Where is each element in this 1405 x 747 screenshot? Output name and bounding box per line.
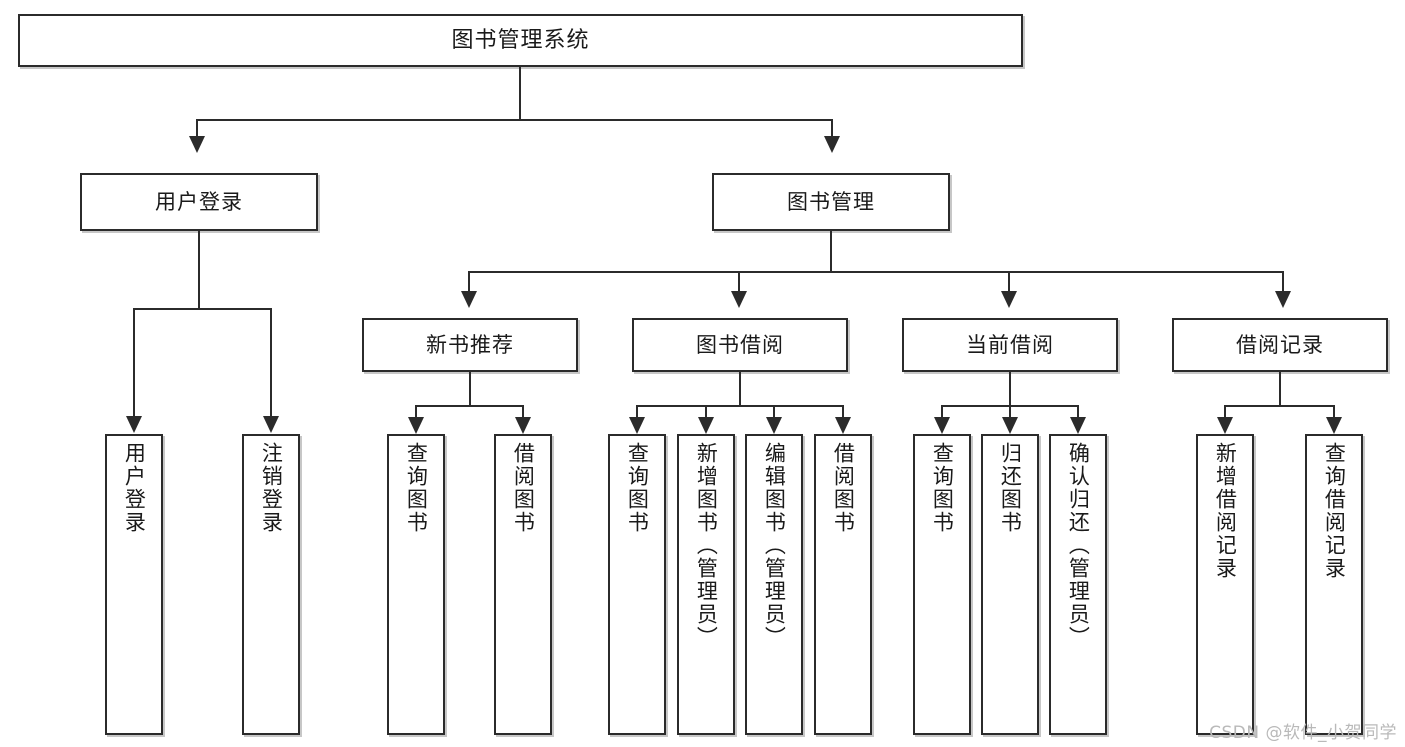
connector-level3-drop-2 <box>738 271 740 293</box>
connector-book-borrow-drop-4 <box>842 405 844 419</box>
node-user-login-label: 用户登录 <box>155 189 243 214</box>
arrow-to-user-login <box>189 136 205 153</box>
connector-borrow-record-drop-2 <box>1333 405 1335 419</box>
connector-user-login-drop-2 <box>270 308 272 418</box>
node-book-borrow[interactable]: 图书借阅 <box>632 318 848 372</box>
connector-level3-drop-3 <box>1008 271 1010 293</box>
connector-new-book-rec-drop-2 <box>522 405 524 419</box>
connector-level3-bus <box>468 271 1284 273</box>
node-leaf-query-book-2[interactable]: 查询图书 <box>608 434 666 735</box>
node-root-label: 图书管理系统 <box>451 27 590 53</box>
node-book-manage-label: 图书管理 <box>787 189 875 214</box>
node-leaf-query-book-1-label: 查询图书 <box>404 442 429 534</box>
node-leaf-add-record[interactable]: 新增借阅记录 <box>1196 434 1254 735</box>
connector-new-book-rec-drop-1 <box>415 405 417 419</box>
arrow-to-leaf-query-book-2 <box>629 417 645 434</box>
node-leaf-add-book[interactable]: 新增图书（管理员） <box>677 434 735 735</box>
connector-new-book-rec-bus <box>415 405 524 407</box>
connector-root-stem <box>519 67 521 119</box>
connector-level3-drop-4 <box>1282 271 1284 293</box>
connector-level3-drop-1 <box>468 271 470 293</box>
node-book-manage[interactable]: 图书管理 <box>712 173 950 231</box>
connector-current-borrow-stem <box>1009 372 1011 405</box>
connector-current-borrow-drop-2 <box>1009 405 1011 419</box>
arrow-to-leaf-confirm-return <box>1070 417 1086 434</box>
connector-borrow-record-stem <box>1279 372 1281 405</box>
node-leaf-return-book[interactable]: 归还图书 <box>981 434 1039 735</box>
arrow-to-new-book-rec <box>461 291 477 308</box>
arrow-to-current-borrow <box>1001 291 1017 308</box>
node-current-borrow-label: 当前借阅 <box>966 332 1054 357</box>
arrow-to-leaf-add-book <box>698 417 714 434</box>
connector-borrow-record-bus <box>1224 405 1335 407</box>
node-leaf-query-book-3-label: 查询图书 <box>930 442 955 534</box>
arrow-to-leaf-user-login <box>126 416 142 433</box>
node-current-borrow[interactable]: 当前借阅 <box>902 318 1118 372</box>
node-leaf-logout[interactable]: 注销登录 <box>242 434 300 735</box>
node-leaf-edit-book[interactable]: 编辑图书（管理员） <box>745 434 803 735</box>
connector-book-borrow-bus <box>636 405 844 407</box>
arrow-to-book-borrow <box>731 291 747 308</box>
arrow-to-leaf-logout <box>263 416 279 433</box>
arrow-to-leaf-return-book <box>1002 417 1018 434</box>
node-root[interactable]: 图书管理系统 <box>18 14 1023 67</box>
arrow-to-leaf-add-record <box>1217 417 1233 434</box>
node-leaf-confirm-return-label: 确认归还（管理员） <box>1066 442 1091 649</box>
node-leaf-confirm-return[interactable]: 确认归还（管理员） <box>1049 434 1107 735</box>
node-leaf-user-login[interactable]: 用户登录 <box>105 434 163 735</box>
arrow-to-leaf-query-book-3 <box>934 417 950 434</box>
connector-borrow-record-drop-1 <box>1224 405 1226 419</box>
connector-book-borrow-drop-1 <box>636 405 638 419</box>
arrow-to-leaf-borrow-book-2 <box>835 417 851 434</box>
arrow-to-leaf-query-book-1 <box>408 417 424 434</box>
connector-new-book-rec-stem <box>469 372 471 405</box>
connector-current-borrow-drop-3 <box>1077 405 1079 419</box>
node-leaf-query-book-3[interactable]: 查询图书 <box>913 434 971 735</box>
node-leaf-query-book-2-label: 查询图书 <box>625 442 650 534</box>
connector-book-borrow-drop-2 <box>705 405 707 419</box>
node-leaf-return-book-label: 归还图书 <box>998 442 1023 534</box>
node-new-book-rec[interactable]: 新书推荐 <box>362 318 578 372</box>
connector-book-borrow-drop-3 <box>773 405 775 419</box>
node-leaf-borrow-book-1-label: 借阅图书 <box>511 442 536 534</box>
node-new-book-rec-label: 新书推荐 <box>426 332 514 357</box>
node-leaf-add-record-label: 新增借阅记录 <box>1213 442 1238 580</box>
connector-book-borrow-stem <box>739 372 741 405</box>
node-leaf-borrow-book-1[interactable]: 借阅图书 <box>494 434 552 735</box>
connector-user-login-stem <box>198 231 200 308</box>
connector-level2-bus <box>196 119 833 121</box>
node-leaf-user-login-label: 用户登录 <box>122 442 147 534</box>
node-leaf-query-record-label: 查询借阅记录 <box>1322 442 1347 580</box>
connector-user-login-bus <box>133 308 272 310</box>
arrow-to-leaf-edit-book <box>766 417 782 434</box>
node-leaf-borrow-book-2-label: 借阅图书 <box>831 442 856 534</box>
connector-user-login-drop-1 <box>133 308 135 418</box>
arrow-to-book-manage <box>824 136 840 153</box>
arrow-to-borrow-record <box>1275 291 1291 308</box>
connector-level2-drop-right <box>831 119 833 139</box>
node-leaf-edit-book-label: 编辑图书（管理员） <box>762 442 787 649</box>
node-leaf-add-book-label: 新增图书（管理员） <box>694 442 719 649</box>
node-borrow-record-label: 借阅记录 <box>1236 332 1324 357</box>
connector-level2-drop-left <box>196 119 198 139</box>
node-user-login[interactable]: 用户登录 <box>80 173 318 231</box>
node-leaf-query-record[interactable]: 查询借阅记录 <box>1305 434 1363 735</box>
node-borrow-record[interactable]: 借阅记录 <box>1172 318 1388 372</box>
arrow-to-leaf-borrow-book-1 <box>515 417 531 434</box>
node-leaf-query-book-1[interactable]: 查询图书 <box>387 434 445 735</box>
node-leaf-logout-label: 注销登录 <box>259 442 284 534</box>
connector-book-manage-stem <box>830 231 832 271</box>
node-leaf-borrow-book-2[interactable]: 借阅图书 <box>814 434 872 735</box>
node-book-borrow-label: 图书借阅 <box>696 332 784 357</box>
arrow-to-leaf-query-record <box>1326 417 1342 434</box>
connector-current-borrow-drop-1 <box>941 405 943 419</box>
